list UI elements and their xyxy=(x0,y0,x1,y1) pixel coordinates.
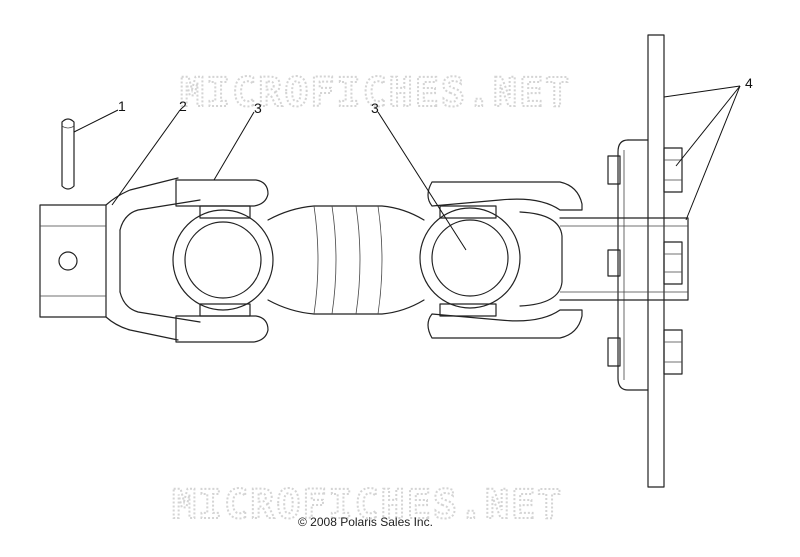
callout-3-left: 3 xyxy=(254,100,262,116)
leader-lines xyxy=(73,85,741,251)
mounting-plate xyxy=(617,34,665,488)
output-shaft xyxy=(559,217,689,301)
watermark-bottom: MICROFICHES.NET xyxy=(172,482,563,528)
bolt-middle xyxy=(607,241,683,285)
center-shaft xyxy=(267,205,425,315)
bolt-bottom xyxy=(607,329,683,375)
callout-1: 1 xyxy=(118,98,126,114)
callout-2: 2 xyxy=(179,98,187,114)
copyright-text: © 2008 Polaris Sales Inc. xyxy=(298,515,433,529)
right-u-joint-cross xyxy=(419,181,583,339)
bolt-top xyxy=(607,147,683,193)
roll-pin xyxy=(61,118,75,190)
callout-4: 4 xyxy=(745,75,753,91)
watermark-top: MICROFICHES.NET xyxy=(180,70,571,116)
callout-3-center: 3 xyxy=(371,100,379,116)
left-u-joint-cross xyxy=(172,179,274,343)
